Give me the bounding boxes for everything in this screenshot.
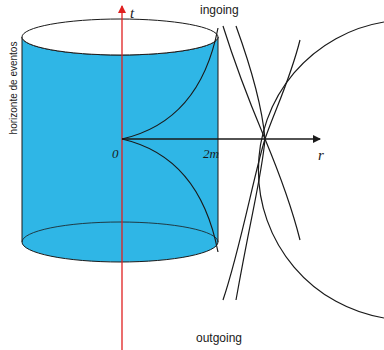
curve-label: ingoing (200, 4, 239, 16)
cylinder-top (22, 19, 218, 55)
axis-label: r (318, 148, 324, 163)
t-axis (121, 6, 122, 350)
outer-arc (258, 22, 384, 318)
outgoing-curve (122, 139, 218, 252)
event-horizon-cylinder (22, 37, 218, 262)
light-ray (223, 26, 300, 240)
radius-label: 2m (203, 147, 219, 160)
axis-label: t (130, 6, 134, 21)
cylinder-bottom-back (22, 222, 218, 242)
light-ray (236, 26, 265, 300)
r-axis (122, 138, 320, 139)
horizon-label: horizonte de eventos (9, 42, 19, 135)
curve-label: outgoing (196, 332, 242, 344)
ingoing-curve (122, 28, 218, 139)
origin-label: 0 (112, 147, 119, 160)
